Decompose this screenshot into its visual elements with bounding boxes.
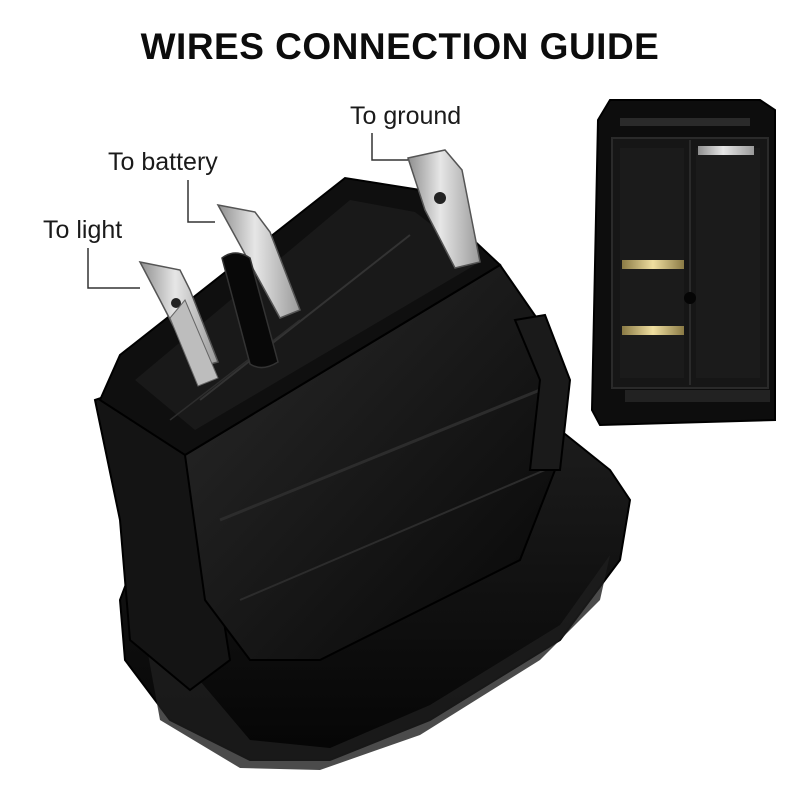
switch-front-face [183,263,557,661]
inset-indicator-strip-upper [622,260,684,269]
label-to-light: To light [43,216,123,244]
main-rocker-switch [93,149,632,770]
terminal-battery [216,203,301,369]
switch-clip [513,313,572,471]
callout-lines [87,133,408,289]
callout-line-battery [187,180,215,223]
terminal-light [138,260,220,387]
inset-switch-rear-view [590,99,776,427]
terminal-divider-post [221,252,279,369]
rocker-bezel-highlight [140,555,610,770]
label-to-ground: To ground [350,102,462,130]
label-to-battery: To battery [108,148,218,176]
callout-line-ground [371,133,408,161]
terminal-ground [407,149,481,269]
guide-title: WIRES CONNECTION GUIDE [140,26,660,67]
callout-line-light [87,248,140,289]
inset-indicator-strip-lower [622,326,684,335]
